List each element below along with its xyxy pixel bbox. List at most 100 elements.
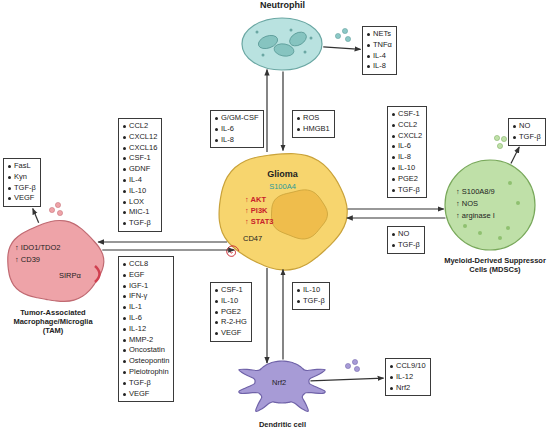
factor-item: MIC-1 xyxy=(122,207,157,218)
granule xyxy=(478,231,482,235)
mdsc-cell: ↑ S100A8/9↑ NOS↑ arginase IMyeloid-Deriv… xyxy=(440,158,550,283)
cell-text: ↑ S100A8/9 xyxy=(456,187,495,196)
factor-list-box: G/GM-CSFIL-6IL-8 xyxy=(210,110,264,148)
factor-item: PGE2 xyxy=(391,174,422,185)
secretion-dot xyxy=(345,363,350,368)
granule xyxy=(508,181,512,185)
secretion-dot xyxy=(494,135,499,140)
factor-item: FasL xyxy=(7,161,36,172)
factor-item: Kyn xyxy=(7,172,36,183)
secretion-dot xyxy=(497,143,502,148)
cell-shape xyxy=(3,222,107,307)
cell-text: ↑ NOS xyxy=(456,199,478,208)
granule xyxy=(516,201,520,205)
factor-list-box: CCL8EGFIGF-1IFN-γIL-1IL-6IL-12MMP-2Oncos… xyxy=(118,256,174,402)
cell-shape xyxy=(215,148,350,273)
factor-list-box: CCL9/10IL-12Nrf2 xyxy=(385,358,431,396)
factor-item: IL-1 xyxy=(122,302,169,313)
factor-item: Osteopontin xyxy=(122,356,169,367)
factor-item: VEGF xyxy=(122,389,169,400)
interaction-arrow xyxy=(347,208,443,209)
cell-text: ↑ AKT xyxy=(245,195,266,204)
cell-label: Myeloid-Derived Suppressor Cells (MDSCs) xyxy=(440,256,550,274)
cell-membrane xyxy=(445,160,535,250)
granule xyxy=(262,54,265,57)
factor-item: CCL9/10 xyxy=(389,361,426,372)
factor-item: CCL8 xyxy=(122,259,169,270)
secretion-arrow xyxy=(33,209,39,223)
factor-list-box: ROSHMGB1 xyxy=(292,110,335,138)
secretion-dots xyxy=(49,202,62,215)
factor-item: ROS xyxy=(296,113,330,124)
factor-item: IL-8 xyxy=(391,152,422,163)
factor-item: CSF-1 xyxy=(391,109,422,120)
factor-item: IL-4 xyxy=(122,175,157,186)
secretion-dots xyxy=(345,359,359,371)
interaction-arrow xyxy=(98,241,227,242)
nucleus-lobe xyxy=(287,29,309,48)
factor-item: IL-6 xyxy=(122,313,169,324)
factor-item: CSF-1 xyxy=(214,285,247,296)
granule xyxy=(256,31,259,34)
cell-membrane xyxy=(242,18,322,70)
cell-text: CD47 xyxy=(243,234,262,243)
cell-text: SIRPα xyxy=(59,271,81,280)
factor-item: GDNF xyxy=(122,164,157,175)
secretion-dots xyxy=(335,28,350,41)
factor-item: NO xyxy=(391,229,420,240)
factor-list-box: NOTGF-β xyxy=(387,226,425,254)
secretion-arrow xyxy=(511,147,519,164)
secretion-dot xyxy=(335,33,340,38)
cell-text: Nrf2 xyxy=(272,378,286,387)
interaction-arrow xyxy=(347,217,446,218)
glioma-cell: GliomaS100A4↑ AKT↑ PI3K↑ STAT3CD47 xyxy=(215,148,350,273)
interaction-arrow xyxy=(102,249,234,250)
secretion-dot xyxy=(354,366,359,371)
factor-item: IL-8 xyxy=(214,135,259,146)
factor-item: TGF-β xyxy=(512,132,541,143)
factor-item: TGF-β xyxy=(391,185,422,196)
interaction-arrow xyxy=(266,268,267,363)
cd47-spiral xyxy=(227,246,239,256)
secretion-dot xyxy=(57,210,62,215)
secretion-arrow xyxy=(323,47,360,50)
cell-text: Neutrophil xyxy=(235,1,330,10)
factor-list-box: NOTGF-β xyxy=(508,118,546,146)
secretion-dot xyxy=(352,359,357,364)
secretion-arrow xyxy=(310,378,383,381)
interaction-arrow xyxy=(282,269,283,359)
cell-label: Tumor-Associated Macrophage/Microglia (T… xyxy=(3,308,103,335)
factor-item: IL-12 xyxy=(389,372,426,383)
secretion-dot xyxy=(342,28,347,33)
secretion-dot xyxy=(501,136,506,141)
cell-text: ↑ CD39 xyxy=(15,255,40,264)
dendritic-cell: Nrf2Dendritic cell xyxy=(235,348,330,414)
cell-membrane xyxy=(239,361,325,411)
factor-item: MMP-2 xyxy=(122,335,169,346)
factor-list-box: CSF-1CCL2CXCL2IL-6IL-8IL-10PGE2TGF-β xyxy=(387,106,427,198)
cell-label: Dendritic cell xyxy=(235,420,330,429)
sirpa-receptor xyxy=(95,266,100,282)
cell-text: ↑ IDO1/TDO2 xyxy=(15,243,60,252)
secretion-dot xyxy=(55,202,60,207)
cell-shape xyxy=(235,0,330,75)
factor-item: IL-12 xyxy=(122,324,169,335)
factor-item: VEGF xyxy=(7,193,36,204)
factor-item: G/GM-CSF xyxy=(214,113,259,124)
granule xyxy=(506,226,510,230)
factor-item: IL-10 xyxy=(214,296,247,307)
secretion-dot xyxy=(49,207,54,212)
factor-item: VEGF xyxy=(214,328,247,339)
factor-item: Pleiotrophin xyxy=(122,367,169,378)
factor-item: CCL2 xyxy=(391,120,422,131)
cell-membrane xyxy=(8,221,104,302)
factor-item: Oncostatin xyxy=(122,345,169,356)
edge-group xyxy=(33,47,520,381)
factor-item: IL-4 xyxy=(366,51,392,62)
factor-item: IL-10 xyxy=(391,163,422,174)
cell-text: S100A4 xyxy=(215,182,350,191)
cell-text: ↑ PI3K xyxy=(245,206,268,215)
cell-text: Glioma xyxy=(215,170,350,179)
factor-item: NO xyxy=(512,121,541,132)
